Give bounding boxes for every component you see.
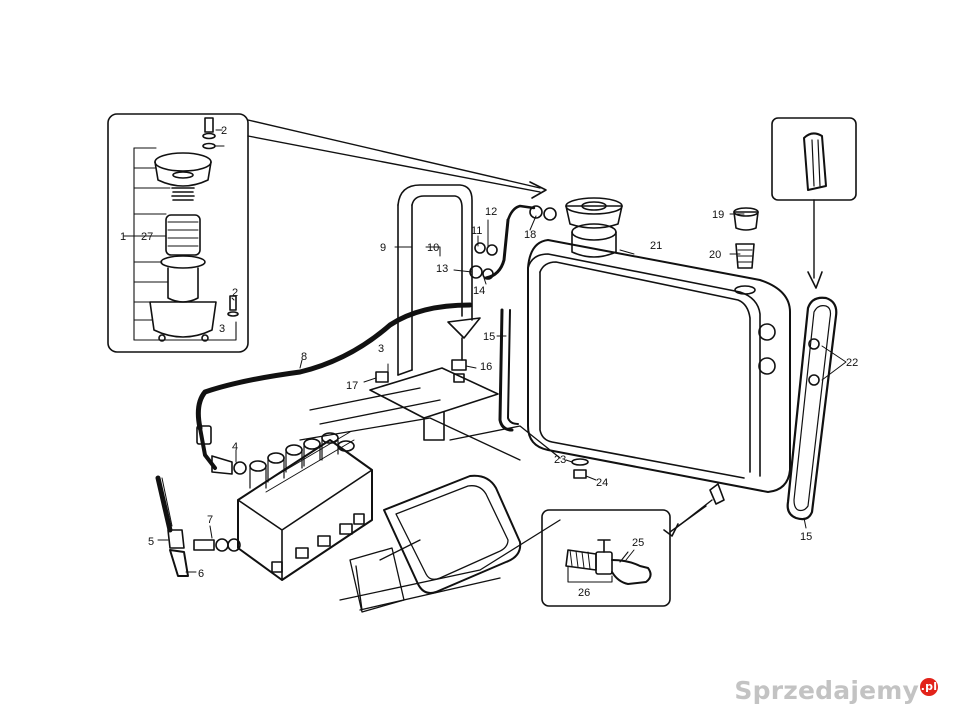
- label-7: 7: [207, 514, 213, 526]
- label-18: 18: [524, 229, 536, 241]
- label-6: 6: [198, 568, 204, 580]
- label-9: 9: [380, 242, 386, 254]
- watermark-text: Sprzedajemy: [734, 676, 919, 705]
- leader-lines: [123, 129, 847, 573]
- label-2-bottom: 2: [232, 287, 238, 299]
- mounting-frame: [369, 184, 499, 441]
- label-10: 10: [427, 242, 439, 254]
- label-8: 8: [301, 351, 307, 363]
- label-26: 26: [578, 587, 590, 599]
- label-22: 22: [846, 357, 858, 369]
- label-24: 24: [596, 477, 608, 489]
- drain-inset: [541, 509, 671, 607]
- label-3: 3: [378, 343, 384, 355]
- hydraulic-tank: [527, 197, 791, 505]
- label-27: 27: [141, 231, 153, 243]
- level-gauge: [786, 296, 838, 521]
- chassis-lines: [299, 387, 561, 613]
- label-1: 1: [120, 231, 126, 243]
- control-valve: [155, 431, 373, 581]
- seal-inset: [771, 117, 857, 289]
- label-17: 17: [346, 380, 358, 392]
- label-13: 13: [436, 263, 448, 275]
- label-4: 4: [232, 441, 238, 453]
- label-21: 21: [650, 240, 662, 252]
- label-12: 12: [485, 206, 497, 218]
- label-11: 11: [471, 225, 482, 237]
- label-23: 23: [554, 454, 566, 466]
- watermark-badge: .pl: [920, 677, 938, 696]
- label-3-inset: 3: [219, 323, 225, 335]
- label-15-right: 15: [800, 531, 812, 543]
- label-20: 20: [709, 249, 721, 261]
- label-15-left: 15: [483, 331, 495, 343]
- watermark: Sprzedajemy.pl: [734, 676, 938, 705]
- label-16: 16: [480, 361, 492, 373]
- label-19: 19: [712, 209, 724, 221]
- label-14: 14: [473, 285, 485, 297]
- filter-inset: [107, 113, 249, 353]
- part-labels: 1 27 2 2 3 3 4 5 6 7 8 9 10 11 12 13 14 …: [120, 125, 858, 599]
- label-25: 25: [632, 537, 644, 549]
- label-5: 5: [148, 536, 154, 548]
- label-2-top: 2: [221, 125, 227, 137]
